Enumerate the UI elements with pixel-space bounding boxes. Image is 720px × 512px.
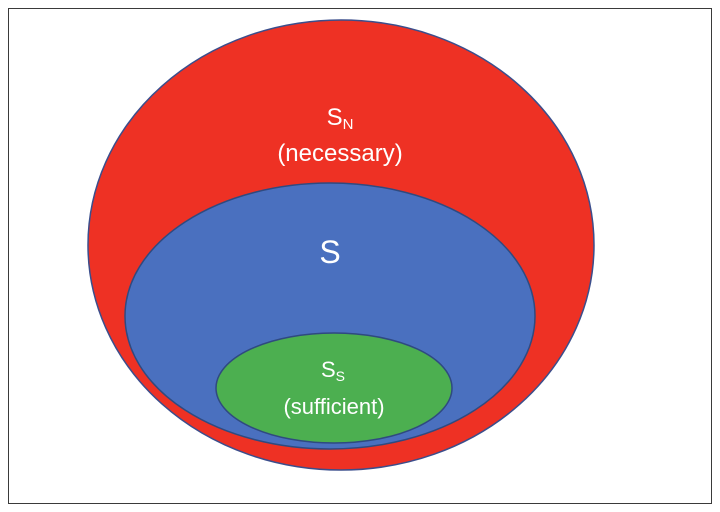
- necessary-set-description: (necessary): [277, 140, 402, 167]
- sufficient-set-ellipse: [215, 332, 453, 444]
- sufficient-set-description: (sufficient): [283, 394, 384, 419]
- necessary-set-symbol-label: SN: [327, 104, 354, 133]
- necessary-set-symbol: S: [327, 104, 343, 131]
- sufficient-set-subscript: S: [336, 368, 345, 384]
- necessary-set-subscript: N: [343, 116, 354, 133]
- middle-set-symbol: S: [319, 234, 340, 270]
- sufficient-set-symbol-label: SS: [321, 357, 345, 384]
- sufficient-set-symbol: S: [321, 357, 336, 382]
